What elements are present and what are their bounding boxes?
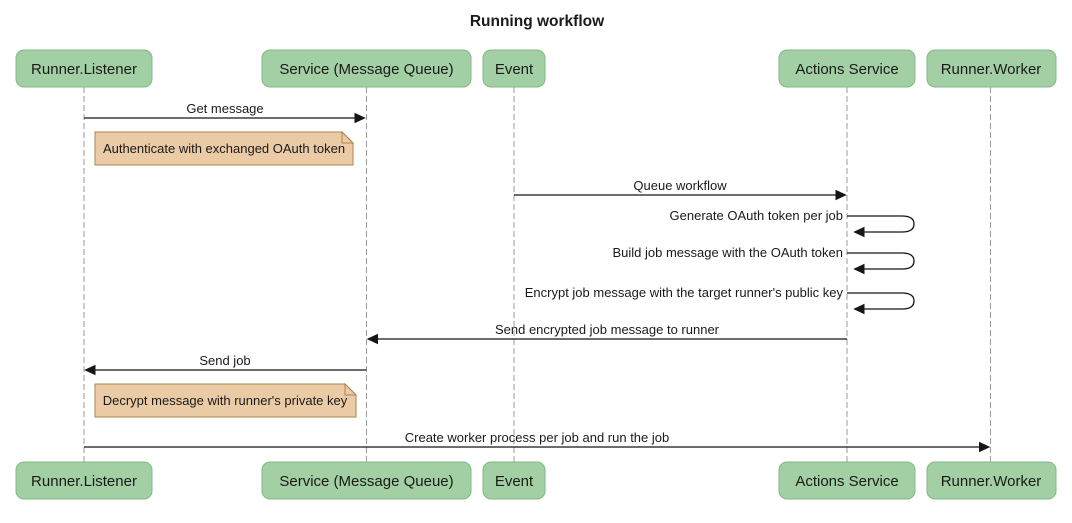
actor-top-runner-worker: Runner.Worker — [926, 49, 1057, 88]
actor-label: Event — [495, 61, 534, 78]
actor-top-runner-listener: Runner.Listener — [15, 49, 153, 88]
note-shape — [94, 131, 354, 166]
message-label: Send job — [199, 353, 250, 368]
message-label: Build job message with the OAuth token — [612, 245, 843, 260]
note-decrypt: Decrypt message with runner's private ke… — [94, 382, 358, 418]
actor-box — [15, 461, 153, 500]
actor-box — [261, 49, 472, 88]
diagram-title: Running workflow — [470, 13, 605, 30]
self-message-loop — [847, 292, 915, 315]
actor-bottom-service-message-queue: Service (Message Queue) — [261, 461, 472, 500]
actor-bottom-runner-worker: Runner.Worker — [926, 461, 1057, 500]
message-label: Send encrypted job message to runner — [495, 322, 720, 337]
note-shape — [94, 383, 357, 418]
message-label: Create worker process per job and run th… — [405, 430, 669, 445]
message-label: Encrypt job message with the target runn… — [525, 285, 844, 300]
message-label: Queue workflow — [633, 178, 727, 193]
actor-top-service-message-queue: Service (Message Queue) — [261, 49, 472, 88]
actor-bottom-event: Event — [482, 461, 546, 500]
self-message-loop — [847, 215, 915, 238]
actor-box — [926, 49, 1057, 88]
actor-box — [926, 461, 1057, 500]
actor-box — [15, 49, 153, 88]
actor-label: Runner.Listener — [31, 473, 137, 490]
actor-top-event: Event — [482, 49, 546, 88]
actor-label: Runner.Worker — [941, 61, 1042, 78]
actor-box — [261, 461, 472, 500]
note-authenticate: Authenticate with exchanged OAuth token — [94, 130, 355, 166]
actor-box — [778, 49, 916, 88]
note-label: Decrypt message with runner's private ke… — [103, 393, 348, 408]
actor-label: Event — [495, 473, 534, 490]
message-label: Get message — [186, 101, 263, 116]
actor-label: Actions Service — [795, 473, 898, 490]
actor-bottom-actions-service: Actions Service — [778, 461, 916, 500]
note-label: Authenticate with exchanged OAuth token — [103, 141, 345, 156]
actor-label: Service (Message Queue) — [279, 473, 453, 490]
actor-box — [482, 49, 546, 88]
actor-top-actions-service: Actions Service — [778, 49, 916, 88]
actor-label: Runner.Worker — [941, 473, 1042, 490]
actor-bottom-runner-listener: Runner.Listener — [15, 461, 153, 500]
actor-box — [482, 461, 546, 500]
actor-label: Service (Message Queue) — [279, 61, 453, 78]
message-label: Generate OAuth token per job — [670, 208, 843, 223]
actor-box — [778, 461, 916, 500]
note-fold-icon — [341, 130, 355, 144]
note-fold-icon — [344, 382, 358, 396]
self-message-loop — [847, 252, 915, 275]
actor-label: Actions Service — [795, 61, 898, 78]
actor-label: Runner.Listener — [31, 61, 137, 78]
